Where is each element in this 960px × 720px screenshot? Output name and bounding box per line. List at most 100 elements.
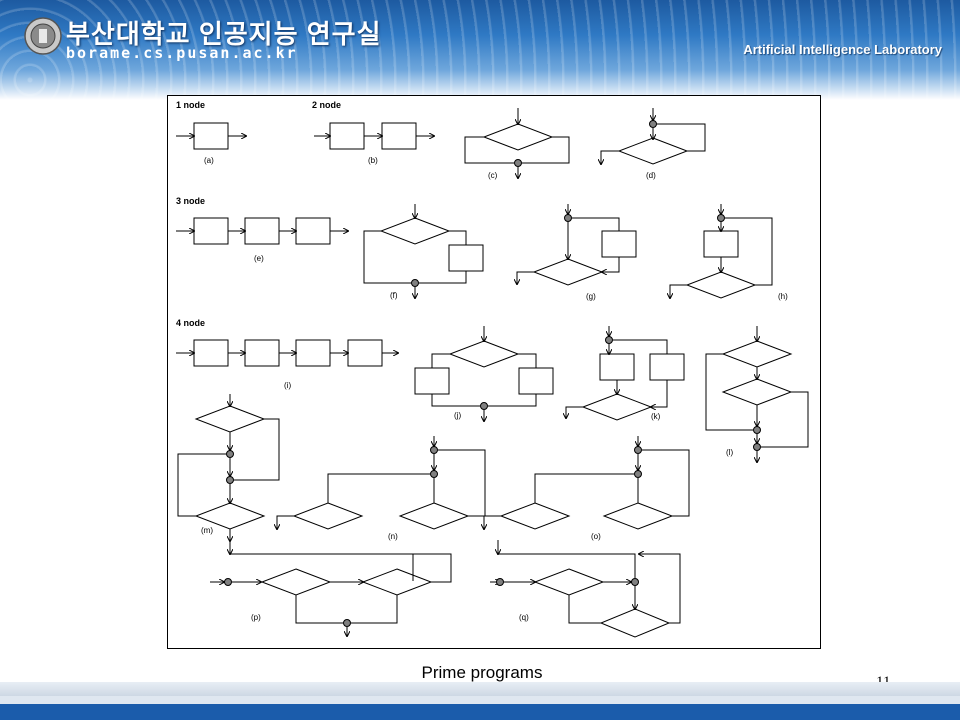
process-box [193, 122, 229, 150]
group-label: 4 node [176, 318, 205, 328]
join-node [564, 214, 572, 222]
process-box [649, 353, 685, 381]
join-node [496, 578, 504, 586]
lab-name: Artificial Intelligence Laboratory [743, 42, 942, 57]
flow-arrow [670, 284, 687, 298]
process-box [381, 122, 417, 150]
item-label: (b) [368, 156, 378, 165]
process-box [518, 367, 554, 395]
item-label: (i) [284, 381, 291, 390]
footer-bar [0, 682, 960, 696]
header-wave-pattern [0, 0, 960, 100]
item-label: (n) [388, 532, 398, 541]
join-node [430, 470, 438, 478]
flow-arrow [566, 406, 583, 418]
flow-line [230, 553, 414, 581]
join-node [753, 426, 761, 434]
join-node [411, 279, 419, 287]
process-box [329, 122, 365, 150]
flow-line [431, 394, 480, 407]
item-label: (j) [454, 411, 461, 420]
item-label: (g) [586, 292, 596, 301]
header-banner: 부산대학교 인공지능 연구실 borame.cs.pusan.ac.kr Art… [0, 0, 960, 100]
item-label: (o) [591, 532, 601, 541]
group-label: 3 node [176, 196, 205, 206]
join-node [514, 159, 522, 167]
flow-line [568, 595, 601, 624]
flow-line [613, 339, 668, 354]
decision-diamond [685, 271, 757, 299]
flow-arrow [277, 515, 294, 529]
flow-line [498, 553, 636, 578]
join-node [649, 120, 657, 128]
process-box [295, 217, 331, 245]
decision-diamond [499, 502, 571, 530]
footer-bar-light [0, 696, 960, 704]
flow-line [534, 473, 634, 503]
item-label: (e) [254, 254, 264, 263]
decision-diamond [398, 502, 470, 530]
join-node [717, 214, 725, 222]
item-label: (q) [519, 613, 529, 622]
process-box [193, 339, 229, 367]
decision-diamond [482, 123, 554, 151]
join-node [605, 336, 613, 344]
footer-bar-blue [0, 704, 960, 720]
flow-line [295, 595, 343, 624]
university-seal-icon [24, 17, 62, 55]
flow-line [351, 595, 398, 624]
flow-line [419, 271, 467, 284]
process-box [244, 217, 280, 245]
join-node [631, 578, 639, 586]
item-label: (p) [251, 613, 261, 622]
flow-line [488, 394, 537, 407]
item-label: (c) [488, 171, 498, 180]
domain-text: borame.cs.pusan.ac.kr [66, 44, 298, 62]
flow-line [431, 353, 450, 368]
process-box [703, 230, 739, 258]
process-box [599, 353, 635, 381]
join-node [480, 402, 488, 410]
flow-line [657, 123, 706, 152]
join-node [634, 446, 642, 454]
process-box [193, 217, 229, 245]
process-box [347, 339, 383, 367]
process-box [295, 339, 331, 367]
flow-line [572, 217, 620, 231]
caption: Prime programs [421, 663, 543, 682]
join-node [430, 446, 438, 454]
flow-line [234, 418, 280, 481]
flow-arrow [601, 150, 619, 164]
process-box [448, 244, 484, 272]
decision-diamond [721, 340, 793, 368]
decision-diamond [533, 568, 605, 596]
decision-diamond [617, 137, 689, 165]
flow-line [464, 136, 514, 164]
decision-diamond [448, 340, 520, 368]
join-node [634, 470, 642, 478]
item-label: (f) [390, 291, 398, 300]
process-box [601, 230, 637, 258]
university-title: 부산대학교 인공지능 연구실 [66, 19, 382, 49]
decision-diamond [599, 608, 671, 638]
item-label: (h) [778, 292, 788, 301]
decision-diamond [361, 568, 433, 596]
flow-line [177, 453, 226, 517]
join-node [226, 476, 234, 484]
flow-arrow [602, 257, 620, 272]
flow-line [761, 391, 809, 448]
flow-line [725, 217, 773, 286]
process-box [414, 367, 450, 395]
decision-diamond [721, 378, 793, 406]
flow-line [363, 230, 411, 284]
flow-line [449, 230, 467, 245]
item-label: (d) [646, 171, 656, 180]
decision-diamond [581, 393, 653, 421]
decision-diamond [532, 258, 604, 286]
flow-arrow [651, 380, 668, 407]
decision-diamond [379, 217, 451, 245]
item-label: (a) [204, 156, 214, 165]
flow-arrow [517, 271, 534, 284]
item-label: (k) [651, 412, 661, 421]
